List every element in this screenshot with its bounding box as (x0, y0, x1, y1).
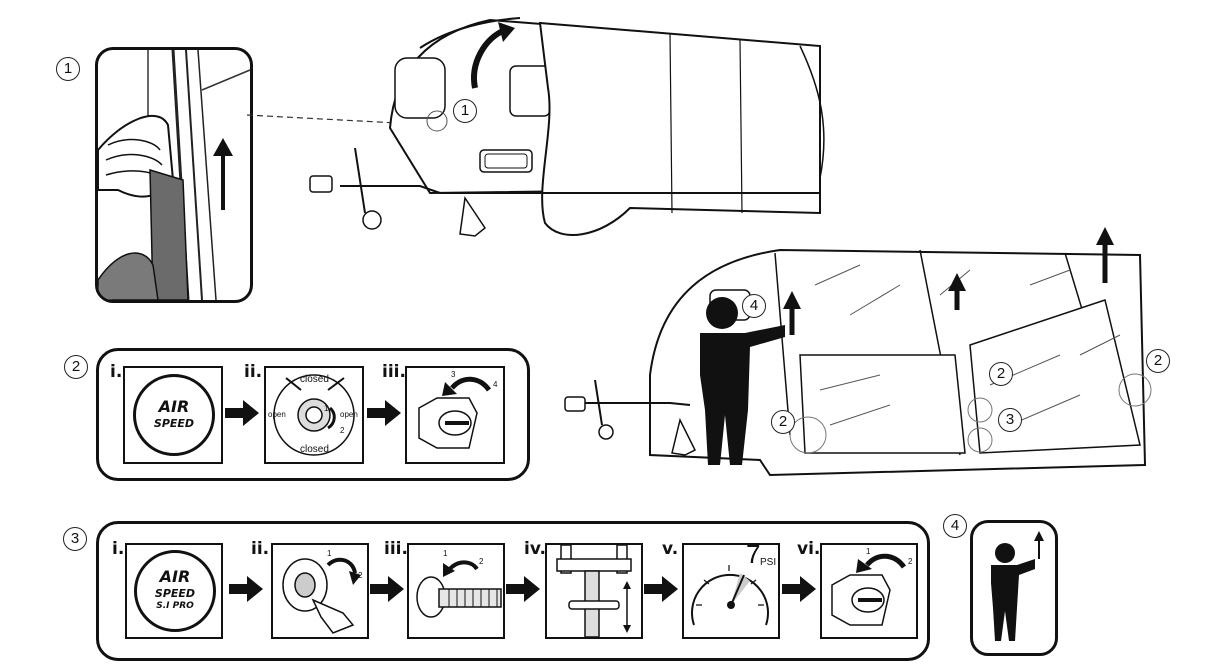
pump-hose-icon (416, 560, 502, 618)
rotate-mark-iii-2: 2 (479, 557, 484, 566)
step-number-4: 4 (943, 514, 967, 538)
valve-mark-2: 2 (340, 426, 345, 435)
logo-text-si-pro: S.I PRO (156, 601, 194, 611)
hand-detail-panel (95, 47, 253, 303)
step2-logo-box: AIR SPEED (123, 366, 223, 464)
step3-gauge-box: 7 PSI (682, 539, 780, 639)
caravan-callout-2b: 2 (989, 362, 1013, 386)
cap-mark-3: 3 (451, 370, 456, 379)
step3-label-ii: ii. (251, 539, 270, 559)
valve-cap-icon (418, 376, 492, 449)
step2-label-i: i. (110, 362, 123, 382)
person-pointing-icon (991, 531, 1044, 641)
step3-hose-box: 1 2 (407, 543, 505, 639)
step-number-1: 1 (56, 57, 80, 81)
step3-cap-box: 1 2 (820, 543, 918, 639)
logo-text-air: AIR (158, 397, 190, 416)
pressure-gauge-icon (691, 565, 769, 626)
caravan-callout-2c: 2 (1146, 349, 1170, 373)
valve-mark-1: 1 (324, 404, 329, 413)
step-number-2: 2 (64, 355, 88, 379)
gauge-value: 7 (746, 539, 761, 569)
rotate-mark-ii-2: 2 (358, 571, 363, 580)
step3-label-i: i. (112, 539, 125, 559)
valve-label-closed-top: closed (300, 374, 329, 385)
logo-text-air: AIR (159, 567, 191, 586)
step-number-3: 3 (63, 527, 87, 551)
caravan-callout-2a: 2 (771, 410, 795, 434)
arrow-right-icon (370, 576, 404, 602)
hand-pulling-illustration (98, 50, 250, 300)
step3-label-v: v. (662, 539, 679, 559)
step3-label-iv: iv. (524, 539, 546, 559)
step2-label-iii: iii. (382, 362, 406, 382)
valve-label-closed-bottom: closed (300, 444, 329, 455)
cap-mark-4: 4 (493, 380, 498, 389)
rotate-mark-vi-2: 2 (908, 557, 913, 566)
leader-line (247, 114, 436, 126)
arrow-right-icon (229, 576, 263, 602)
logo-text-speed: SPEED (154, 587, 196, 600)
arrow-right-icon (506, 576, 540, 602)
valve-label-open-right: open (340, 410, 358, 419)
valve-dial-icon (273, 374, 355, 456)
arrow-right-icon (367, 400, 401, 426)
step2-cap-box: 3 4 (405, 366, 505, 464)
caravan-illustration-bottom (564, 227, 1152, 477)
arrow-right-icon (644, 576, 678, 602)
step3-valve-box: 1 2 (271, 543, 369, 639)
rotate-mark-iii-1: 1 (443, 549, 448, 558)
arrow-right-icon (225, 400, 259, 426)
caravan-callout-4: 4 (742, 294, 766, 318)
valve-cap-icon (831, 553, 907, 626)
caravan-illustration-top (309, 17, 825, 237)
pump-icon (556, 544, 632, 638)
panel-step-4 (970, 520, 1058, 656)
valve-open-icon (282, 557, 361, 634)
rotate-mark-vi-1: 1 (866, 547, 871, 556)
step2-label-ii: ii. (244, 362, 263, 382)
step3-pump-box (545, 543, 643, 639)
airspeed-logo: AIR SPEED (133, 374, 215, 456)
rotate-mark-ii-1: 1 (327, 549, 332, 558)
caravan-callout-1: 1 (453, 99, 477, 123)
step3-label-vi: vi. (797, 539, 821, 559)
step3-label-iii: iii. (384, 539, 408, 559)
caravan-callout-3: 3 (998, 408, 1022, 432)
valve-label-open-left: open (268, 410, 286, 419)
step3-logo-box: AIR SPEED S.I PRO (125, 543, 223, 639)
airspeed-si-pro-logo: AIR SPEED S.I PRO (134, 550, 216, 632)
step2-valve-box: closed open closed open 1 2 (264, 366, 364, 464)
logo-text-speed: SPEED (153, 417, 195, 430)
arrow-right-icon (782, 576, 816, 602)
gauge-unit: PSI (760, 557, 777, 568)
